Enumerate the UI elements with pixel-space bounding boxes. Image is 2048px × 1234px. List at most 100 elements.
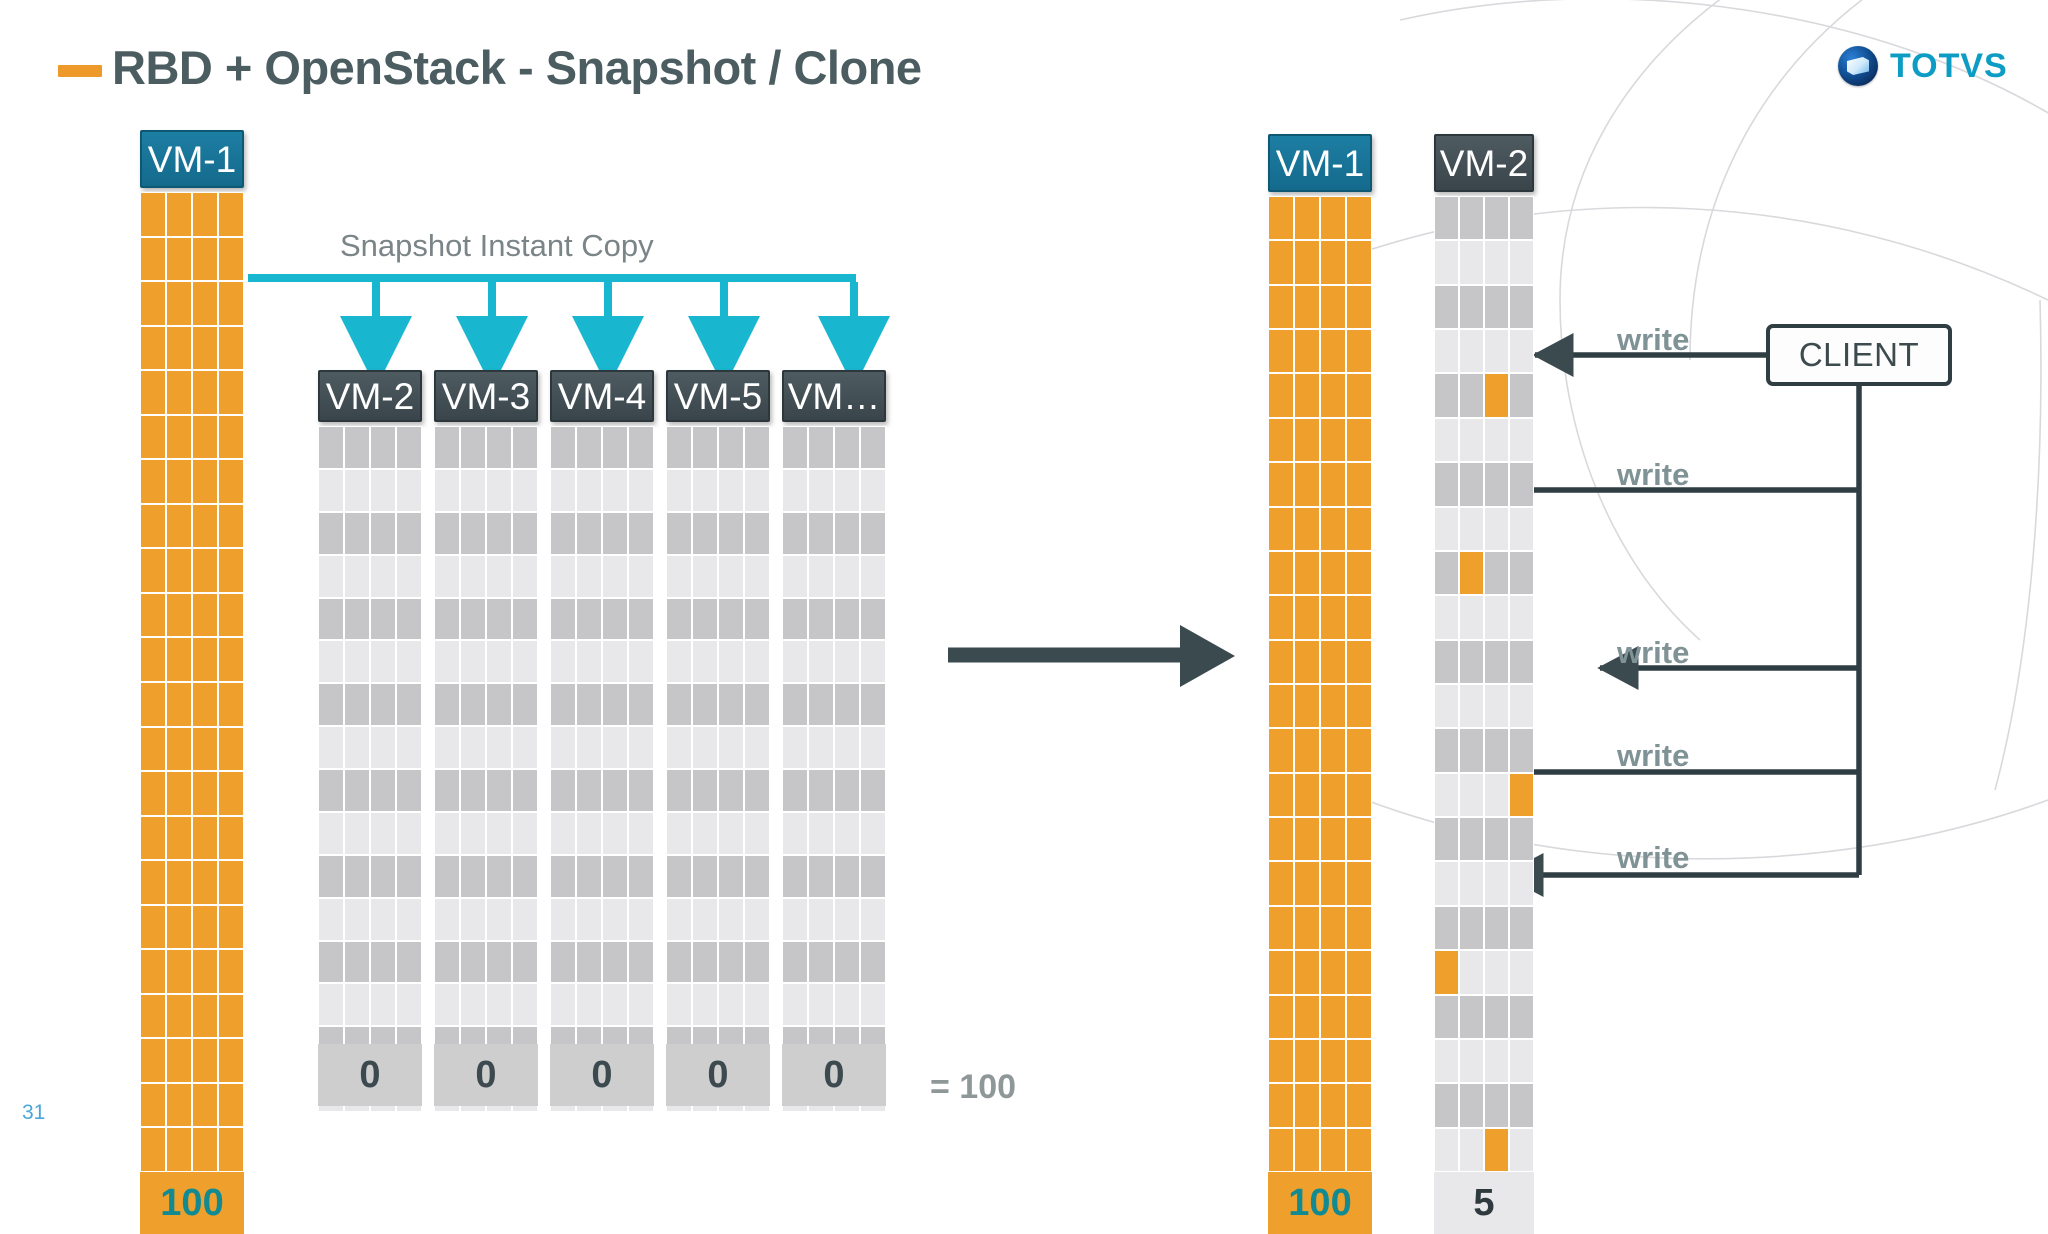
grid-cell (344, 769, 370, 812)
grid-cell (602, 983, 628, 1027)
grid-cell (486, 597, 512, 641)
grid-cell (434, 940, 460, 984)
grid-cell (218, 860, 244, 905)
grid-cell (344, 683, 370, 727)
grid-cell (1509, 550, 1534, 596)
written-cell (1484, 1127, 1509, 1172)
grid-cell (1509, 1038, 1534, 1084)
grid-cell (192, 815, 218, 861)
grid-cell (860, 554, 886, 598)
grid-cell (1459, 772, 1484, 818)
grid-cell (666, 854, 692, 898)
grid-cell (1294, 550, 1320, 596)
grid-cell (1434, 772, 1459, 818)
grid-cell (218, 1127, 244, 1172)
grid-cell (460, 554, 486, 598)
grid-cell (744, 511, 770, 555)
grid-cell (860, 511, 886, 555)
grid-cell (1484, 683, 1509, 729)
grid-cell (860, 597, 886, 641)
write-label-5: write (1617, 840, 1690, 875)
grid-cell (1459, 284, 1484, 330)
grid-cell (808, 640, 834, 684)
grid-cell (860, 683, 886, 727)
grid-cell (1294, 994, 1320, 1039)
grid-cell (318, 426, 344, 469)
grid-cell (718, 554, 744, 598)
grid-cell (576, 468, 602, 512)
grid-cell (808, 983, 834, 1027)
grid-cell (192, 993, 218, 1039)
grid-cell (512, 597, 538, 641)
grid-cell (218, 771, 244, 816)
grid-cell (1294, 506, 1320, 551)
grid-cell (782, 769, 808, 812)
grid-cell (318, 897, 344, 941)
grid-cell (486, 769, 512, 812)
grid-cell (1434, 728, 1459, 773)
grid-cell (744, 726, 770, 769)
grid-cell (1268, 506, 1294, 551)
grid-cell (218, 904, 244, 950)
grid-cell (370, 854, 396, 898)
grid-cell (1434, 506, 1459, 551)
grid-cell (744, 769, 770, 812)
grid-cell (1484, 1038, 1509, 1084)
grid-cell (460, 940, 486, 984)
grid-cell (486, 983, 512, 1027)
grid-cell (396, 468, 422, 512)
grid-cell (1509, 240, 1534, 285)
grid-cell (166, 1082, 192, 1128)
grid-cell (1268, 772, 1294, 818)
grid-cell (602, 554, 628, 598)
grid-cell (140, 1127, 166, 1172)
grid-cell (370, 554, 396, 598)
grid-cell (1320, 994, 1346, 1039)
grid-cell (692, 769, 718, 812)
grid-cell (1484, 861, 1509, 906)
grid-cell (718, 983, 744, 1027)
grid-cell (318, 511, 344, 555)
grid-cell (1268, 861, 1294, 906)
grid-cell (370, 769, 396, 812)
grid-cell (1268, 1127, 1294, 1172)
grid-cell (140, 904, 166, 950)
grid-cell (628, 811, 654, 855)
grid-cell (1346, 1083, 1372, 1128)
grid-cell (1320, 240, 1346, 285)
grid-cell (1484, 329, 1509, 374)
grid-cell (512, 811, 538, 855)
grid-cell (602, 426, 628, 469)
grid-cell (460, 726, 486, 769)
grid-cell (860, 897, 886, 941)
grid-cell (512, 769, 538, 812)
grid-cell (166, 682, 192, 727)
grid-cell (1320, 462, 1346, 507)
grid-cell (166, 459, 192, 504)
grid-cell (1320, 373, 1346, 418)
right-clone-total: 5 (1434, 1172, 1534, 1234)
grid-cell (512, 511, 538, 555)
grid-cell (628, 726, 654, 769)
grid-cell (1294, 417, 1320, 463)
left-source-header: VM-1 (140, 130, 244, 188)
grid-cell (370, 940, 396, 984)
grid-cell (744, 683, 770, 727)
grid-cell (1434, 284, 1459, 330)
snapshot-grid-1 (318, 426, 422, 1112)
grid-cell (1346, 950, 1372, 995)
grid-cell (344, 940, 370, 984)
grid-cell (808, 511, 834, 555)
grid-cell (692, 554, 718, 598)
snapshot-grid-5 (782, 426, 886, 1112)
grid-cell (1459, 639, 1484, 684)
grid-cell (692, 940, 718, 984)
client-box[interactable]: CLIENT (1766, 324, 1952, 386)
grid-cell (318, 983, 344, 1027)
grid-cell (396, 511, 422, 555)
grid-cell (1434, 329, 1459, 374)
grid-cell (744, 468, 770, 512)
snapshot-header-5: VM… (782, 370, 886, 422)
grid-cell (512, 983, 538, 1027)
grid-cell (370, 726, 396, 769)
